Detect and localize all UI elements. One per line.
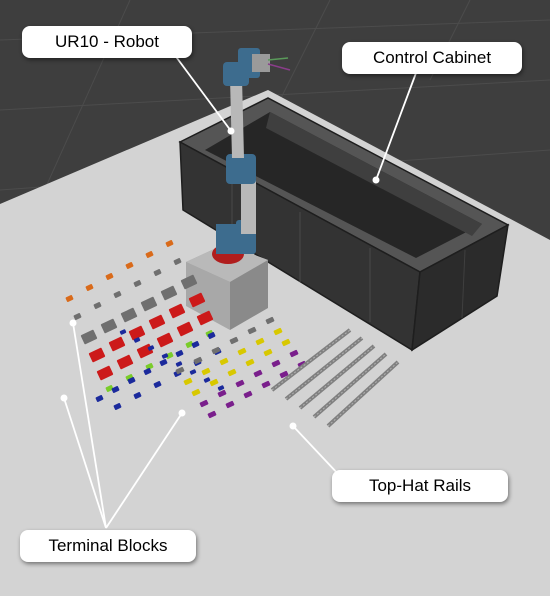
terminal-block[interactable] — [191, 341, 200, 348]
terminal-block[interactable] — [153, 269, 162, 276]
terminal-block[interactable] — [105, 385, 114, 392]
terminal-block[interactable] — [108, 336, 126, 352]
terminal-block[interactable] — [289, 349, 299, 358]
terminal-block[interactable] — [85, 284, 94, 291]
terminal-block[interactable] — [120, 307, 138, 323]
control-cabinet[interactable] — [178, 97, 510, 352]
terminal-block[interactable] — [168, 303, 186, 319]
terminal-block[interactable] — [153, 381, 162, 388]
terminal-block[interactable] — [183, 377, 193, 386]
top-hat-rail-highlight — [299, 345, 375, 409]
terminal-block[interactable] — [217, 389, 227, 398]
terminal-block[interactable] — [196, 310, 214, 326]
terminal-block[interactable] — [119, 329, 127, 335]
terminal-block[interactable] — [211, 346, 221, 355]
terminal-block[interactable] — [253, 369, 263, 378]
terminal-block[interactable] — [199, 399, 209, 408]
terminal-block[interactable] — [80, 329, 98, 345]
terminal-block[interactable] — [145, 363, 154, 370]
terminal-block[interactable] — [261, 380, 271, 389]
ur10-robot[interactable] — [212, 48, 291, 264]
terminal-block[interactable] — [237, 347, 247, 356]
terminal-block[interactable] — [227, 368, 237, 377]
terminal-block[interactable] — [263, 348, 273, 357]
terminal-block[interactable] — [111, 386, 120, 393]
top-hat-rails[interactable] — [270, 328, 400, 428]
terminal-block[interactable] — [188, 292, 206, 308]
terminal-block[interactable] — [88, 347, 106, 363]
terminal-block[interactable] — [217, 385, 225, 391]
terminal-block[interactable] — [145, 251, 154, 258]
terminal-block[interactable] — [165, 240, 174, 247]
terminal-block[interactable] — [176, 321, 194, 337]
terminal-block[interactable] — [125, 262, 134, 269]
robot-callout-label: UR10 - Robot — [22, 26, 192, 58]
terminal-block[interactable] — [165, 352, 174, 359]
top-hat-rail-highlight — [285, 337, 363, 400]
terminal-block[interactable] — [189, 369, 197, 375]
terminal-block[interactable] — [245, 358, 255, 367]
terminal-block[interactable] — [191, 388, 201, 397]
terminal-block[interactable] — [127, 377, 136, 384]
top-hat-rail[interactable] — [312, 352, 388, 419]
terminal-block[interactable] — [96, 365, 114, 381]
terminal-block[interactable] — [116, 354, 134, 370]
terminal-block[interactable] — [273, 327, 283, 336]
terminal-block[interactable] — [281, 338, 291, 347]
terminal-block[interactable] — [175, 361, 183, 367]
top-hat-rail[interactable] — [326, 360, 400, 428]
terminal-block[interactable] — [203, 377, 211, 383]
terminal-block[interactable] — [73, 313, 82, 320]
terminal-block[interactable] — [219, 357, 229, 366]
terminal-block[interactable] — [209, 378, 219, 387]
terminal-block[interactable] — [95, 395, 104, 402]
terminal-block[interactable] — [133, 392, 142, 399]
terminal-block[interactable] — [255, 337, 265, 346]
terminal-blocks[interactable] — [65, 240, 307, 419]
terminal-block[interactable] — [175, 350, 184, 357]
terminal-block[interactable] — [160, 285, 178, 301]
terminal-block[interactable] — [207, 332, 216, 339]
terminal-block[interactable] — [105, 273, 114, 280]
terminal-block[interactable] — [265, 316, 275, 325]
terminal-block[interactable] — [161, 353, 169, 359]
terminal-block[interactable] — [65, 295, 74, 302]
top-hat-rail-highlight — [271, 329, 351, 391]
terminal-block[interactable] — [133, 280, 142, 287]
terminal-block[interactable] — [93, 302, 102, 309]
terminal-block[interactable] — [185, 341, 194, 348]
terminal-block[interactable] — [128, 325, 146, 341]
terminal-block[interactable] — [148, 314, 166, 330]
rails-callout-label: Top-Hat Rails — [332, 470, 508, 502]
terminal-block[interactable] — [229, 336, 239, 345]
terminal-block[interactable] — [113, 291, 122, 298]
terminal-block[interactable] — [271, 359, 281, 368]
terminal-block[interactable] — [113, 403, 122, 410]
terminal-block[interactable] — [156, 332, 174, 348]
terminal-block[interactable] — [279, 370, 289, 379]
cabinet-callout-label: Control Cabinet — [342, 42, 522, 74]
terminal-block[interactable] — [201, 367, 211, 376]
terminal-block[interactable] — [247, 326, 257, 335]
terminal-block[interactable] — [225, 400, 235, 409]
terminal-block[interactable] — [175, 366, 185, 375]
terminal-block[interactable] — [133, 337, 141, 343]
terminal-block[interactable] — [193, 356, 203, 365]
terminal-block[interactable] — [235, 379, 245, 388]
callout-leader-lines — [63, 53, 417, 529]
terminal-block[interactable] — [243, 390, 253, 399]
terminal-blocks-callout-label: Terminal Blocks — [20, 530, 196, 562]
terminal-block[interactable] — [173, 258, 182, 265]
terminal-block[interactable] — [159, 359, 168, 366]
terminal-block[interactable] — [207, 410, 217, 419]
terminal-block[interactable] — [180, 274, 198, 290]
callout-anchor-dots — [60, 127, 380, 430]
terminal-block[interactable] — [140, 296, 158, 312]
terminal-block[interactable] — [147, 345, 155, 351]
terminal-block[interactable] — [143, 368, 152, 375]
terminal-block[interactable] — [100, 318, 118, 334]
